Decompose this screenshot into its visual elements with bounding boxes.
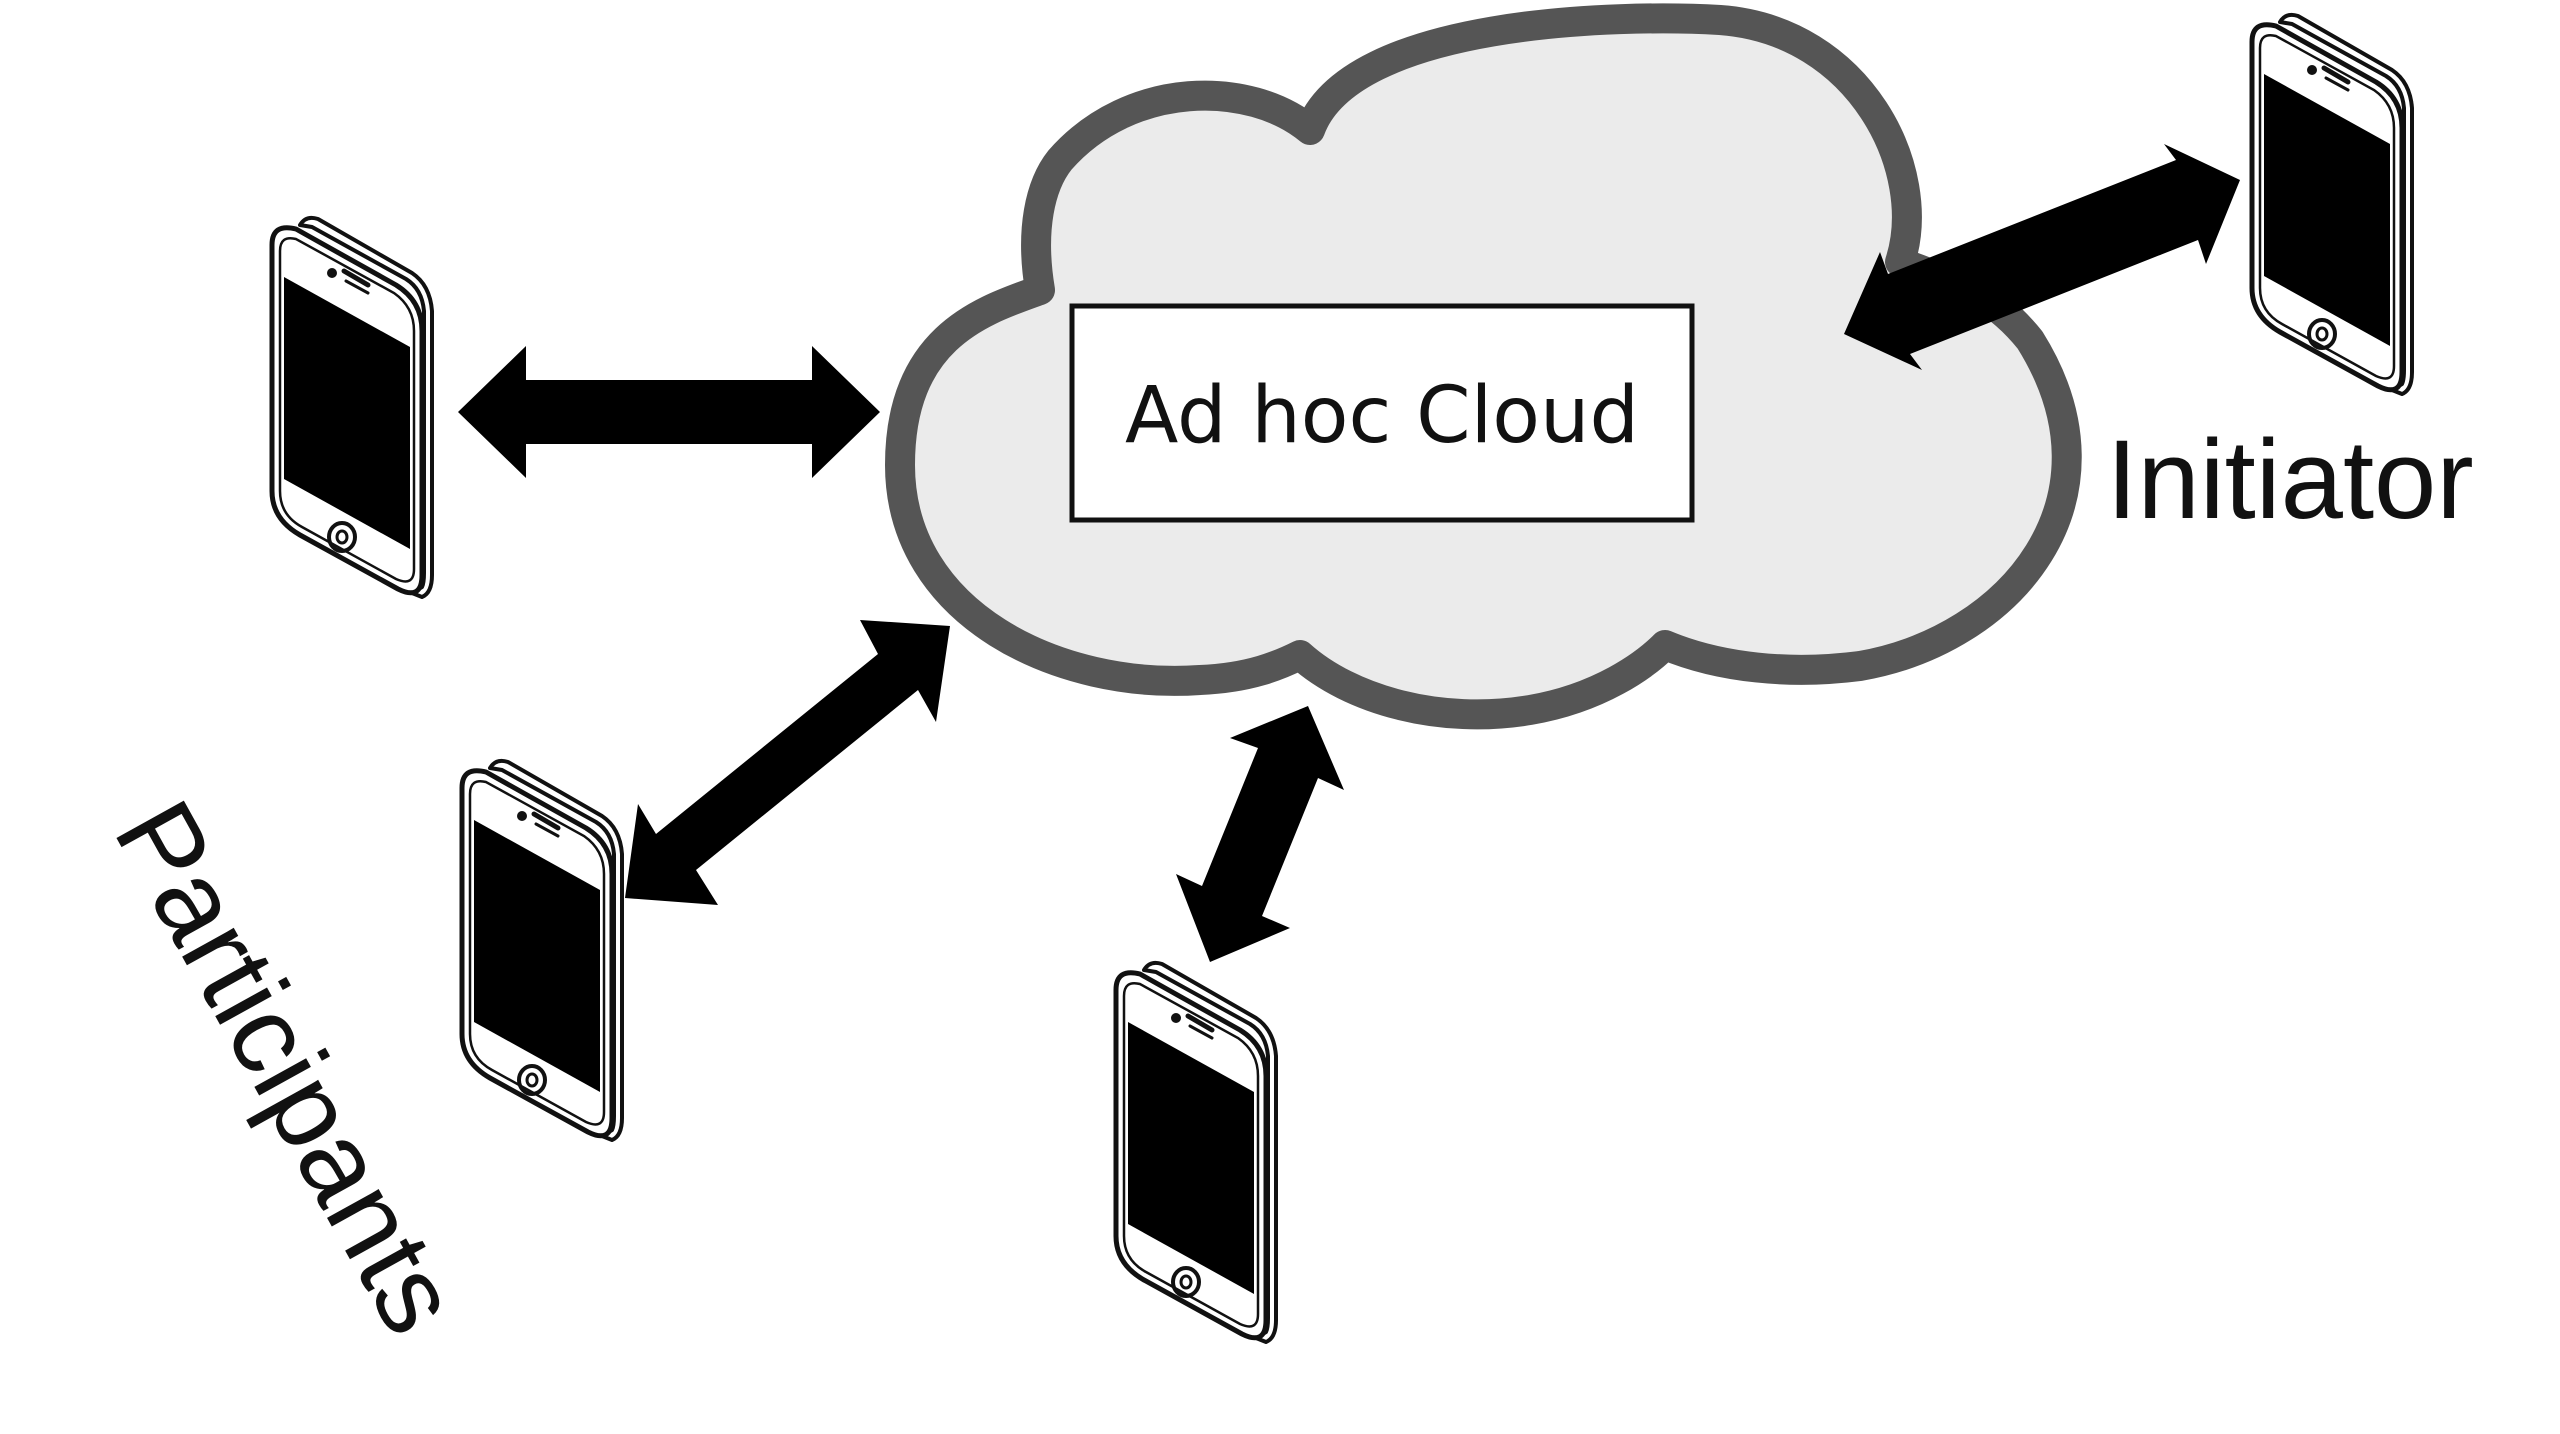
participant-phone-top-left [272,218,432,597]
initiator-label: Initiator [2106,417,2473,542]
participants-label-group: Participants [91,781,484,1353]
cloud-label: Ad hoc Cloud [1125,371,1639,461]
participant-phone-middle-left [462,761,622,1140]
cloud-label-box [1069,303,1695,523]
double-arrow-top-left [458,346,880,478]
participant-phone-bottom [1116,963,1276,1342]
initiator-phone [2252,15,2412,394]
double-arrow-middle-left [625,620,950,905]
participants-label: Participants [91,781,484,1353]
connection-arrows [458,144,2240,962]
double-arrow-initiator [1844,144,2240,370]
double-arrow-bottom [1176,706,1344,962]
